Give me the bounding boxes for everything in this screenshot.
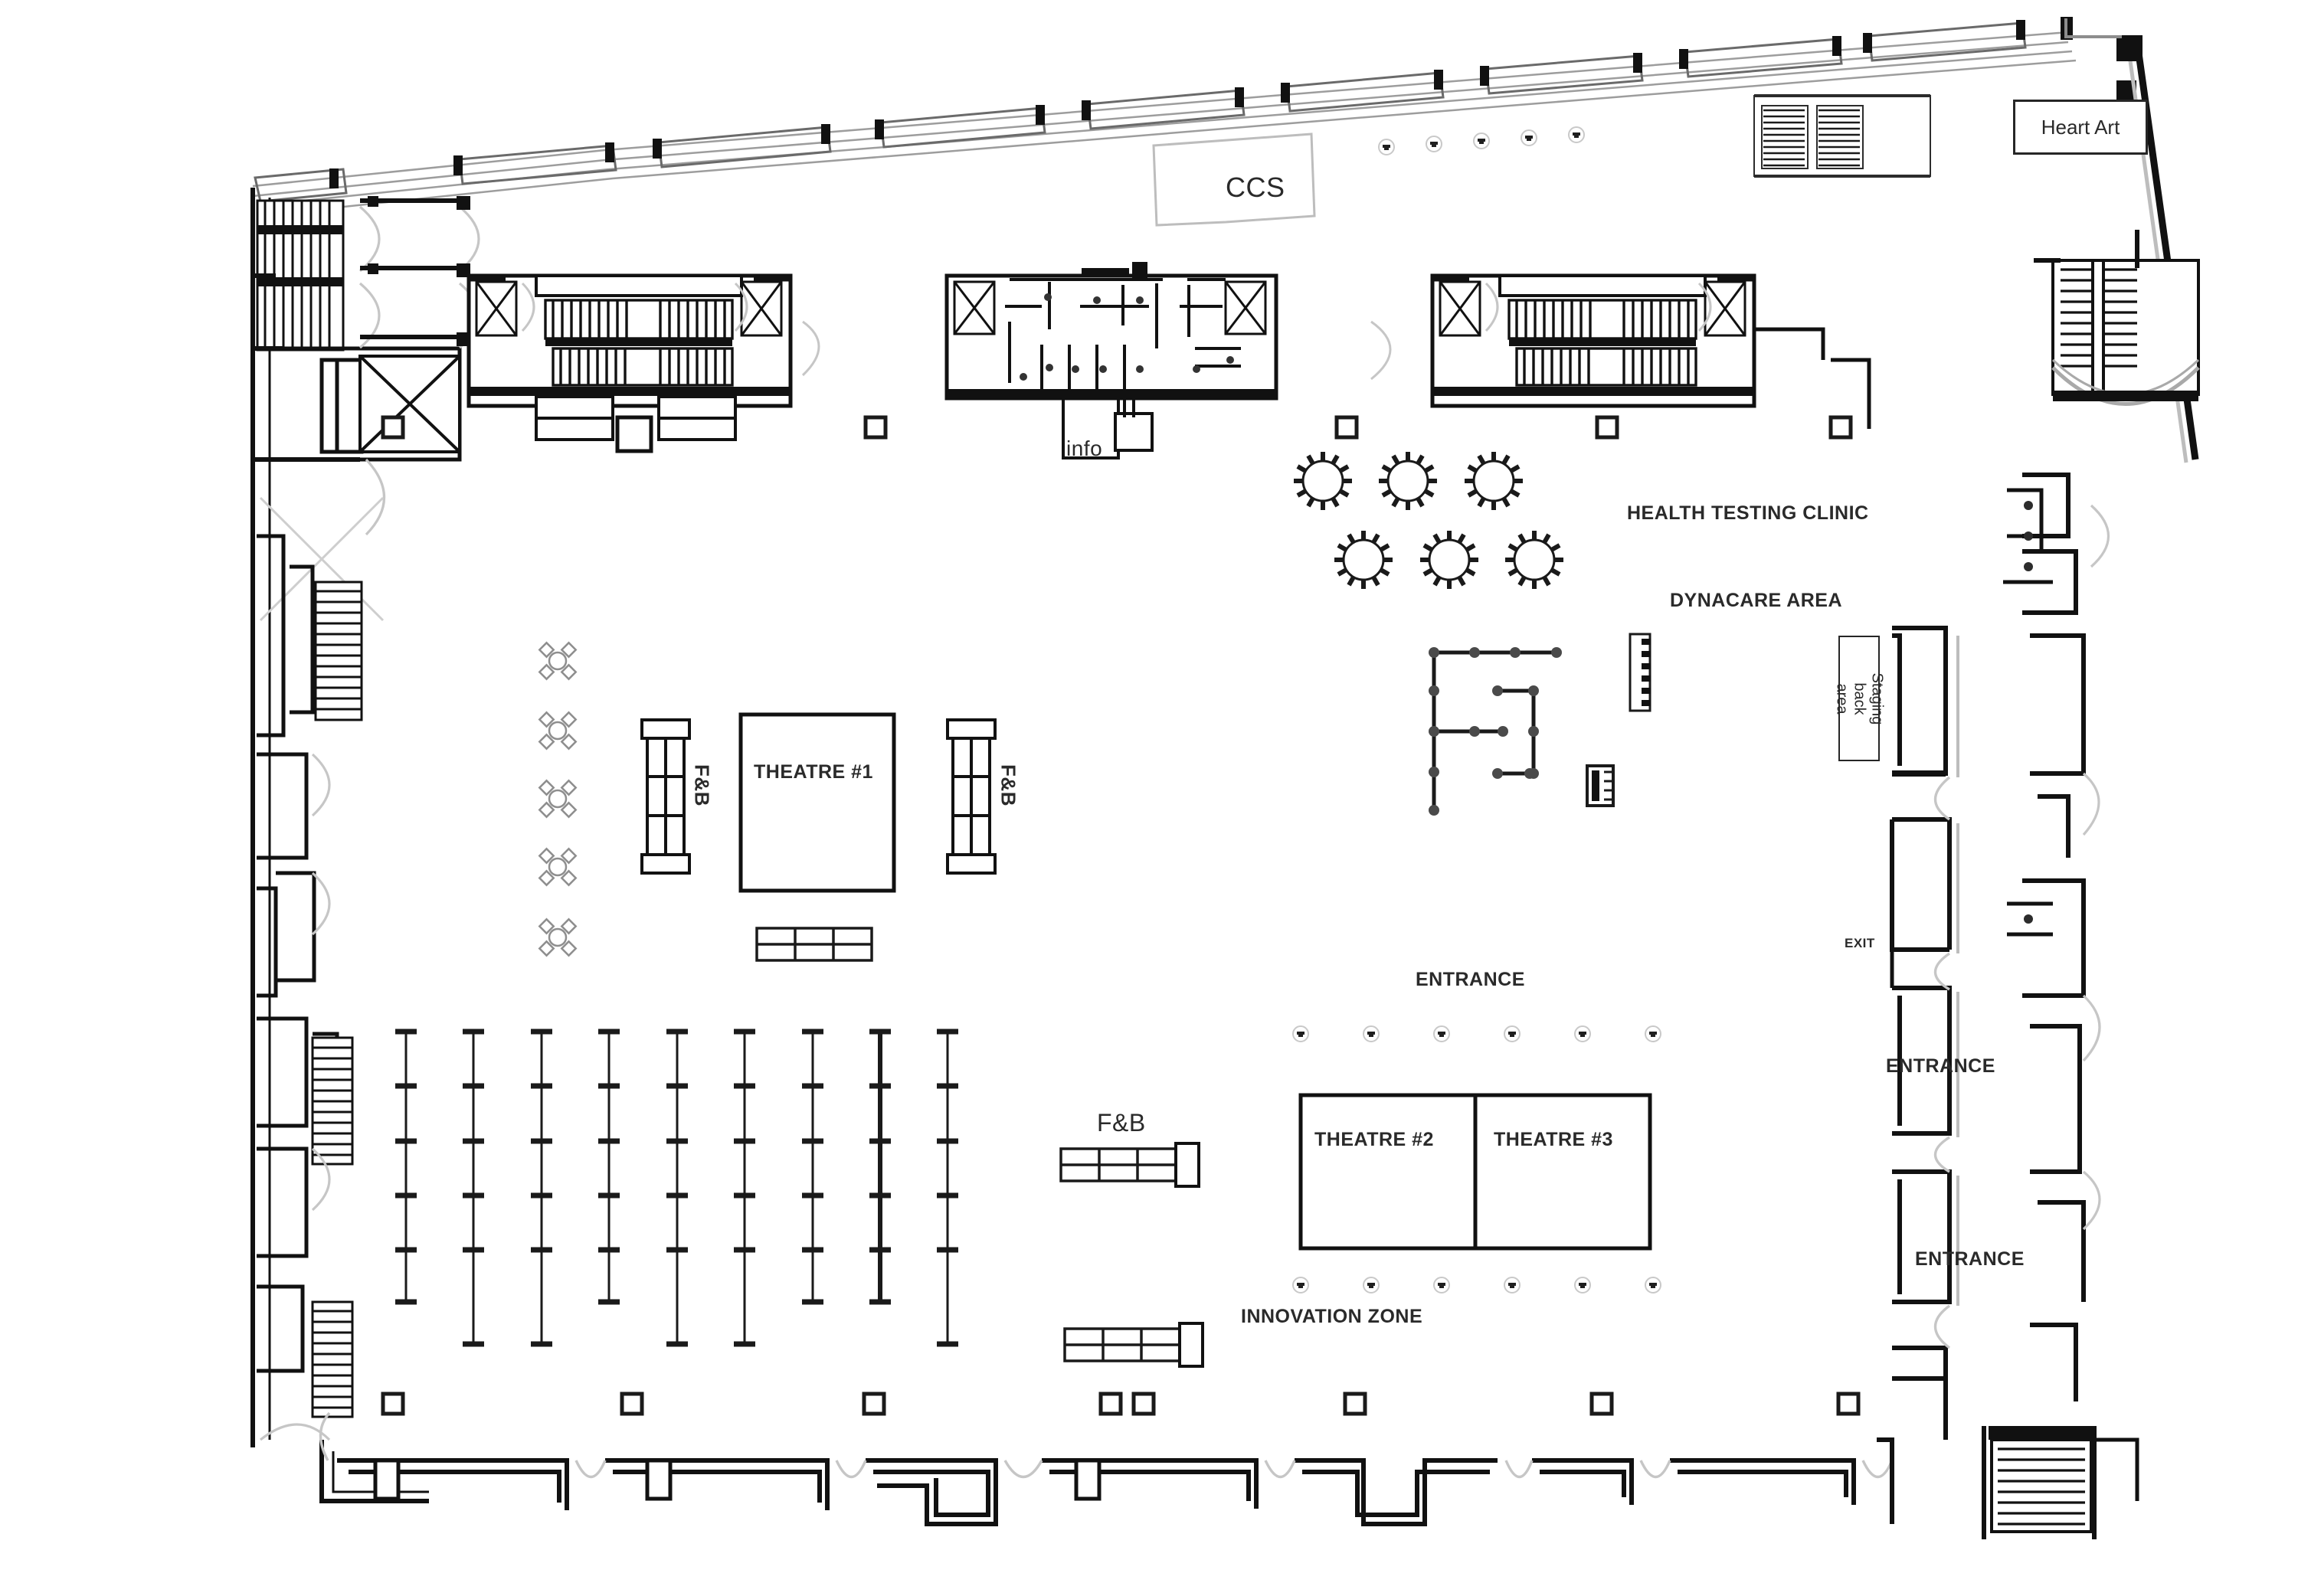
dynacare-partition-nodes	[1429, 647, 1562, 816]
east-wall-assembly	[1890, 473, 2110, 1440]
label-theatre-1: THEATRE #1	[754, 761, 873, 783]
dynacare-equipment-icon	[1586, 764, 1615, 807]
theatre-2-3-zone	[1298, 1093, 1652, 1251]
south-wall-assembly	[319, 1376, 1946, 1526]
label-entrance-center: ENTRANCE	[1416, 969, 1525, 990]
washroom-block-center	[944, 262, 1278, 460]
label-fb-left: F&B	[690, 764, 714, 806]
label-health-testing-clinic: HEALTH TESTING CLINIC	[1627, 502, 1869, 524]
label-dynacare-area: DYNACARE AREA	[1670, 590, 1843, 611]
label-info: info	[1066, 437, 1103, 460]
north-right-hatch	[1753, 94, 1931, 178]
theatre-1-zone	[640, 712, 997, 893]
label-fb-right: F&B	[997, 764, 1020, 806]
label-heart-art-box: Heart Art	[2013, 100, 2148, 155]
stair-block-left	[466, 273, 793, 453]
label-heart-art: Heart Art	[2041, 115, 2120, 139]
label-staging-back-area-box: Staging back area	[1834, 636, 1886, 761]
label-ccs: CCS	[1226, 172, 1285, 203]
southeast-stairs	[1982, 1426, 2139, 1539]
label-entrance-right-2: ENTRANCE	[1915, 1248, 2025, 1270]
label-theatre-2: THEATRE #2	[1314, 1129, 1434, 1150]
innovation-counter	[1063, 1322, 1204, 1368]
stair-block-right	[1430, 273, 1871, 429]
label-fb-center: F&B	[1097, 1109, 1146, 1136]
label-staging-line-1: Staging	[1868, 672, 1886, 724]
fb-counter-under-theatre1	[755, 927, 873, 962]
label-innovation-zone: INNOVATION ZONE	[1241, 1306, 1423, 1327]
label-fb-left-wrap: F&B	[671, 764, 732, 806]
dynacare-rack	[1629, 633, 1651, 712]
east-escalator	[2034, 230, 2200, 406]
label-fb-right-wrap: F&B	[977, 764, 1039, 806]
label-staging-line-2: back area	[1833, 682, 1868, 715]
booth-aisle-grid	[395, 1029, 958, 1347]
label-entrance-right-1: ENTRANCE	[1886, 1055, 1995, 1077]
label-exit: EXIT	[1845, 936, 1875, 950]
label-theatre-3: THEATRE #3	[1494, 1129, 1613, 1150]
ccs-outline	[1152, 132, 1316, 227]
west-wall-assembly	[250, 188, 480, 1503]
fb-center-counter	[1059, 1142, 1200, 1188]
